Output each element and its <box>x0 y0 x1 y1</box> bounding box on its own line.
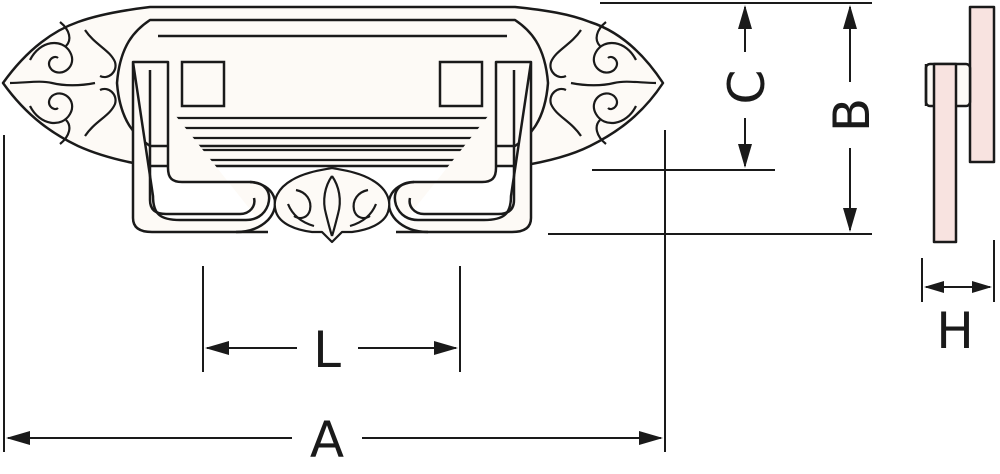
dimension-a <box>6 431 663 445</box>
dim-l-right-arrow <box>434 341 458 355</box>
dim-label-a: A <box>310 411 344 469</box>
handle-rails <box>168 116 497 162</box>
left-mounting-block <box>180 60 226 108</box>
dimension-l <box>205 341 458 355</box>
bail-handle-inner-right <box>408 70 516 216</box>
bail-handle-inner-left <box>148 70 256 216</box>
dim-label-b: B <box>823 98 881 132</box>
dimension-b <box>843 5 857 232</box>
side-view-handle <box>932 62 958 244</box>
right-mounting-block <box>438 60 484 108</box>
dim-a-left-arrow <box>6 431 30 445</box>
dim-h-right-arrow <box>972 281 992 293</box>
dim-l-left-arrow <box>205 341 229 355</box>
left-scroll-ornament <box>9 21 117 145</box>
dimension-lines <box>3 2 995 452</box>
backplate <box>1 5 665 168</box>
dim-label-l: L <box>313 321 341 379</box>
center-leaf-ornament <box>273 166 391 244</box>
right-hook-curl <box>387 180 429 234</box>
dimension-h <box>924 281 992 293</box>
dim-label-c: C <box>718 70 776 105</box>
dim-label-h: H <box>936 302 974 360</box>
dim-h-left-arrow <box>924 281 944 293</box>
right-scroll-ornament <box>549 21 657 145</box>
dim-c-top-arrow <box>738 5 752 29</box>
bail-handle <box>131 60 533 234</box>
dim-c-bottom-arrow <box>738 144 752 168</box>
side-view <box>924 5 996 244</box>
dim-b-bottom-arrow <box>843 208 857 232</box>
side-view-backplate <box>968 5 996 164</box>
dim-a-right-arrow <box>639 431 663 445</box>
bail-handle-outer <box>131 60 533 234</box>
left-hook-curl <box>235 180 277 234</box>
backplate-outline <box>1 5 665 168</box>
dim-b-top-arrow <box>843 5 857 29</box>
dimension-c <box>738 5 752 168</box>
